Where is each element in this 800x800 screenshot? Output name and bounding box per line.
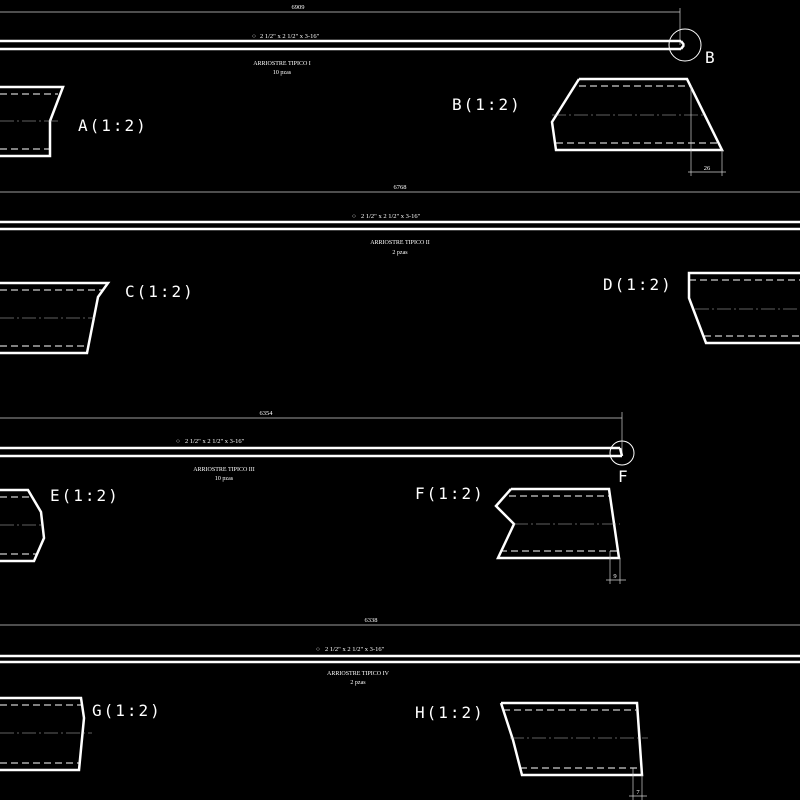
bar-4-qty: 2 pzas xyxy=(350,680,366,686)
bar-3-end-cap xyxy=(618,447,624,457)
detail-a: A(1:2) xyxy=(0,85,148,158)
detail-b-dim-value: 26 xyxy=(704,165,711,172)
detail-a-title: A(1:2) xyxy=(78,116,148,135)
detail-b-title: B(1:2) xyxy=(452,95,522,114)
detail-d-profile xyxy=(687,271,800,345)
bar-3-qty: 10 pzas xyxy=(215,476,234,482)
detail-f-title: F(1:2) xyxy=(415,484,485,503)
bar-1-section-symbol: ○ xyxy=(252,33,256,40)
bar-1-end-cap-top xyxy=(680,40,685,46)
bar-4-length: 6338 xyxy=(365,617,378,624)
bar-3-name: ARRIOSTRE TIPICO III xyxy=(193,467,255,473)
bar-3-section-symbol: ○ xyxy=(176,438,180,445)
detail-a-profile xyxy=(0,85,65,158)
detail-b: B(1:2) 26 xyxy=(452,77,726,176)
bar-2-length: 6768 xyxy=(394,184,407,191)
detail-e-title: E(1:2) xyxy=(50,486,120,505)
callout-b-label: B xyxy=(705,48,717,67)
detail-h-dim-value: 7 xyxy=(636,789,640,796)
bar-3-length: 6354 xyxy=(260,410,274,417)
bar-2-group: 6768 ○ 2 1/2" x 2 1/2" x 3-16" ARRIOSTRE… xyxy=(0,184,800,256)
bar-4-name: ARRIOSTRE TIPICO IV xyxy=(327,671,390,677)
bar-2-section-symbol: ○ xyxy=(352,213,356,220)
callout-b-circle xyxy=(668,28,702,62)
detail-h: H(1:2) 7 xyxy=(415,701,648,800)
detail-c-title: C(1:2) xyxy=(125,282,195,301)
bar-1-section: 2 1/2" x 2 1/2" x 3-16" xyxy=(260,33,320,40)
detail-f: F(1:2) 9 xyxy=(415,484,626,584)
bar-4-section-symbol: ○ xyxy=(316,646,320,653)
detail-g-profile xyxy=(0,696,86,772)
bar-1-length: 6909 xyxy=(292,4,305,11)
bar-3-section: 2 1/2" x 2 1/2" x 3-16" xyxy=(185,438,245,445)
detail-b-profile xyxy=(550,77,725,152)
detail-c-profile xyxy=(0,281,111,355)
bar-3-group: 6354 ○ 2 1/2" x 2 1/2" x 3-16" ARRIOSTRE… xyxy=(0,410,635,486)
detail-e: E(1:2) xyxy=(0,486,120,563)
bar-2-name: ARRIOSTRE TIPICO II xyxy=(370,240,430,246)
bar-4-section: 2 1/2" x 2 1/2" x 3-16" xyxy=(325,646,385,653)
bar-1-qty: 10 pzas xyxy=(273,70,292,76)
bar-4-group: 6338 ○ 2 1/2" x 2 1/2" x 3-16" ARRIOSTRE… xyxy=(0,617,800,686)
detail-d-title: D(1:2) xyxy=(603,275,673,294)
detail-f-dim-value: 9 xyxy=(613,573,616,580)
bar-2-qty: 2 pzas xyxy=(392,250,408,256)
bar-1-group: 6909 ○ 2 1/2" x 2 1/2" x 3-16" ARRIOSTRE… xyxy=(0,4,717,76)
detail-g-title: G(1:2) xyxy=(92,701,162,720)
detail-f-profile xyxy=(494,487,621,560)
callout-f-circle xyxy=(609,440,635,466)
detail-h-title: H(1:2) xyxy=(415,703,485,722)
detail-e-profile xyxy=(0,488,46,563)
detail-g: G(1:2) xyxy=(0,696,162,772)
detail-h-profile xyxy=(499,701,644,777)
detail-d: D(1:2) xyxy=(603,271,800,345)
bar-1-end-cap-bottom xyxy=(680,44,685,50)
bar-2-section: 2 1/2" x 2 1/2" x 3-16" xyxy=(361,213,421,220)
callout-f-label: F xyxy=(618,467,630,486)
bar-1-name: ARRIOSTRE TIPICO I xyxy=(253,61,311,67)
detail-c: C(1:2) xyxy=(0,281,195,355)
